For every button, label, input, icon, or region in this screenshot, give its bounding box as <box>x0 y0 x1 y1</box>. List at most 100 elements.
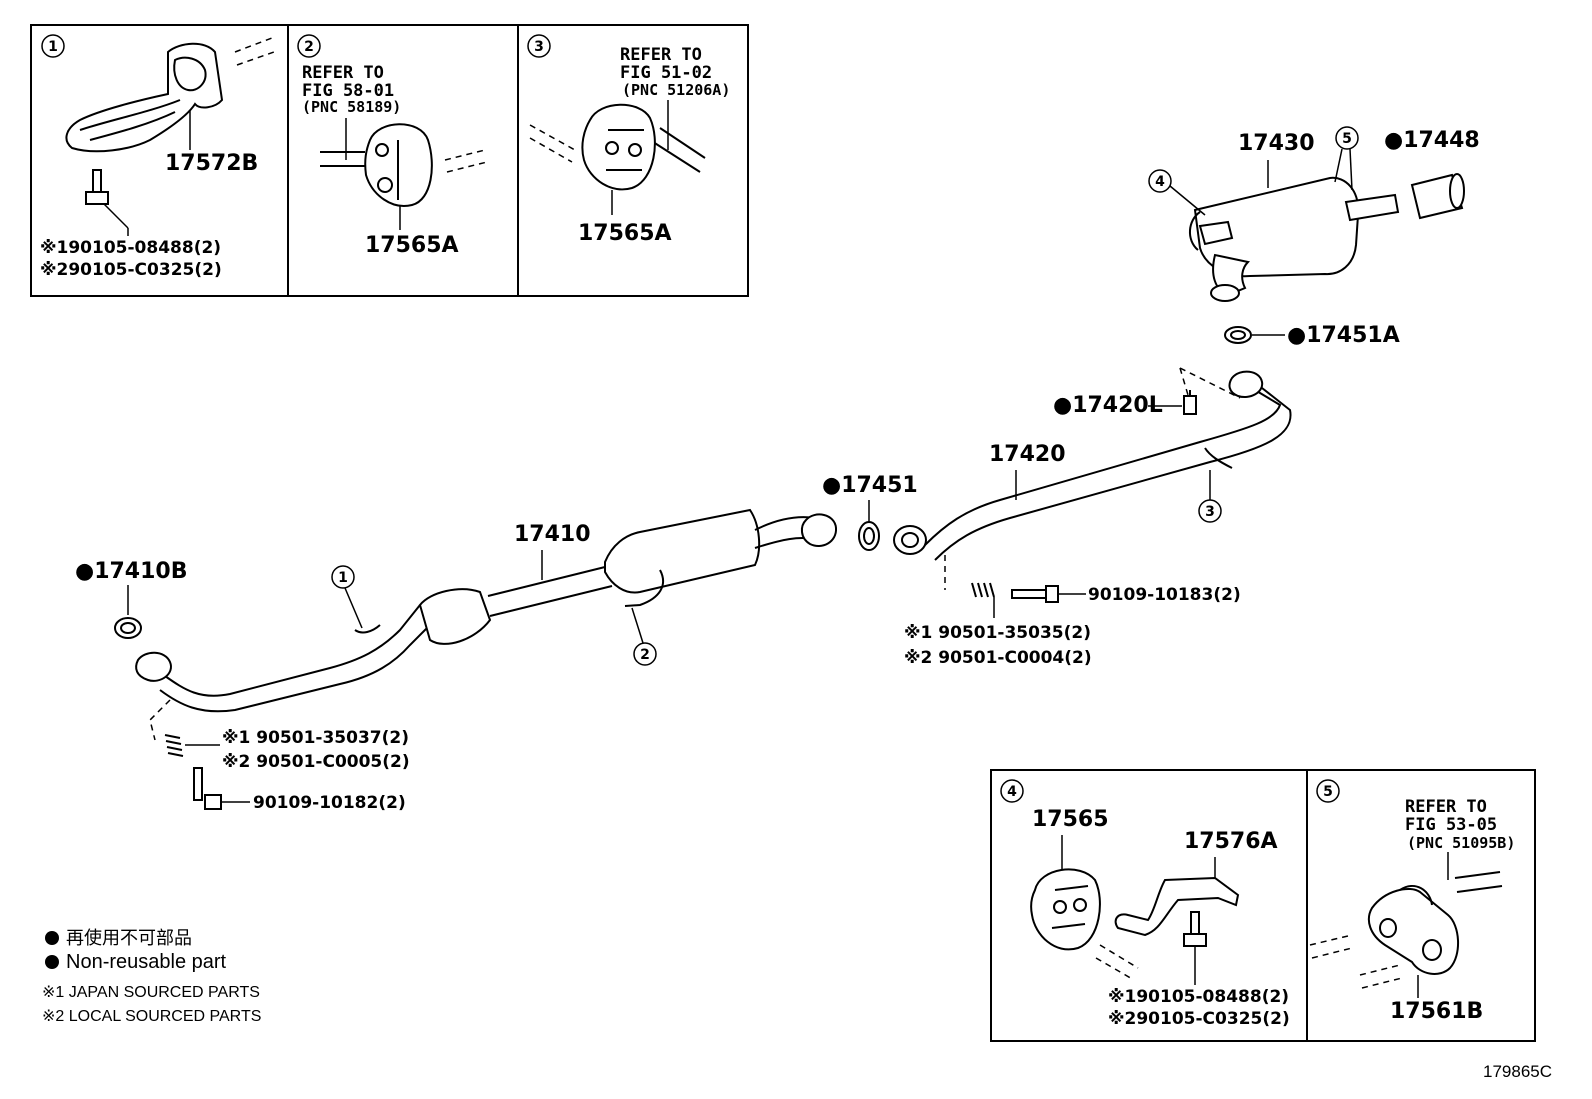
inset-bottom-frame <box>990 769 1536 1042</box>
inset-1: 1 17572B ※190105-08488(2) ※290105-C0325(… <box>40 34 275 280</box>
inset2-refer-1: REFER TO <box>302 63 384 83</box>
inset-4: 4 17565 17576A ※190105-08488(2) ※290105-… <box>1000 779 1290 1029</box>
inset4-part-b-label: 17576A <box>1184 829 1278 854</box>
inset2-refer-2: FIG 58-01 <box>302 81 394 101</box>
inset5-pipe-ghost-2 <box>1359 964 1403 989</box>
legend-non-reusable-text: Non-reusable part <box>66 951 227 973</box>
spring-rear-label-1: ※1 90501-35035(2) <box>904 623 1091 643</box>
callout-2-circle <box>633 642 657 666</box>
gasket-17451-inner <box>863 527 875 545</box>
legend-note-2: ※2 LOCAL SOURCED PARTS <box>42 1008 261 1025</box>
leader-callout-4 <box>1169 185 1206 216</box>
tail-pipe-17420: ●17420L 17420 3 90109-10183(2) ※1 90501-… <box>893 367 1292 668</box>
inset-5: 5 REFER TO FIG 53-05 (PNC 51095B) 17561B <box>1309 779 1515 1024</box>
bracket-17576a-icon <box>1114 876 1240 937</box>
inset-1-pipe-ghost <box>234 37 273 53</box>
inset-group-top <box>30 24 749 297</box>
pipe-17420-top <box>924 389 1282 546</box>
gasket-17410b-icon <box>114 617 142 639</box>
inset3-refer-2: FIG 51-02 <box>620 63 712 83</box>
inset-5-number-circle <box>1316 779 1340 803</box>
part-17451a-label: ●17451A <box>1287 323 1400 348</box>
inset3-refer-3: (PNC 51206A) <box>622 81 730 99</box>
rubber-hanger-17561b-icon <box>1367 885 1459 975</box>
gasket-17451-icon <box>858 521 880 551</box>
inset-1-number-circle <box>41 34 65 58</box>
part-17430-label: 17430 <box>1238 131 1315 156</box>
gasket-17451: ●17451 <box>822 473 918 551</box>
inset3-pipe-ghost <box>529 124 576 163</box>
part-17451-label: ●17451 <box>822 473 918 498</box>
flange-17420-front-hole <box>901 532 919 548</box>
inset5-refer-2: FIG 53-05 <box>1405 815 1497 835</box>
flange-17420-front <box>893 525 927 555</box>
inset4-part-a-label: 17565 <box>1032 807 1109 832</box>
inset1-bolt-label-1: ※190105-08488(2) <box>40 238 221 258</box>
part-17572b-label: 17572B <box>165 151 258 176</box>
inset5-part-label: 17561B <box>1390 999 1483 1024</box>
callout-4-circle <box>1148 169 1172 193</box>
inset-1-pipe-ghost-2 <box>236 51 275 66</box>
rubber-hanger-17565a-icon <box>364 123 433 207</box>
inset5-refer-1: REFER TO <box>1405 797 1487 817</box>
inset2-pipe-ghost <box>444 149 488 173</box>
spring-rear-label-2: ※2 90501-C0004(2) <box>904 648 1092 668</box>
callout-4-number: 4 <box>1155 174 1165 190</box>
inset3-pipe-right <box>649 127 706 173</box>
leader-callout-5b <box>1349 148 1353 191</box>
dash-17410-bolt <box>149 699 171 741</box>
legend-jp-text: 再使用不可部品 <box>66 928 192 948</box>
inset-1-number: 1 <box>48 39 58 55</box>
inset2-refer-3: (PNC 58189) <box>302 98 401 116</box>
tail-pipe-17448-icon <box>1410 173 1465 220</box>
inset4-pipe-ghost <box>1095 944 1139 981</box>
muffler-area: 17430 4 5 ●17448 ●17451A <box>1148 126 1480 348</box>
hanger-pipe-1 <box>354 624 381 634</box>
pipe-17410-middle <box>487 566 613 617</box>
gasket-17410b-inner <box>120 622 136 634</box>
inset3-refer-1: REFER TO <box>620 45 702 65</box>
rubber-hanger-17565a-icon-2 <box>581 103 656 191</box>
spring-front-icon <box>164 734 184 757</box>
inset-2-number: 2 <box>304 39 314 55</box>
inset1-bolt-label-2: ※290105-C0325(2) <box>40 260 222 280</box>
bolt-17420l-icon <box>1183 390 1197 415</box>
hanger-pipe-2 <box>624 569 665 607</box>
spring-rear-icon <box>971 582 995 598</box>
legend: 再使用不可部品 Non-reusable part ※1 JAPAN SOURC… <box>42 928 261 1025</box>
inset-top-frame <box>30 24 749 297</box>
pipe-17410-front-bottom <box>159 624 431 713</box>
gasket-17451a-icon <box>1224 326 1252 344</box>
inset4-bolt-label-1: ※190105-08488(2) <box>1108 987 1289 1007</box>
inset5-pipe-ghost-1 <box>1309 934 1353 959</box>
inset4-bolt-label-2: ※290105-C0325(2) <box>1108 1009 1290 1029</box>
inset5-refer-3: (PNC 51095B) <box>1407 834 1515 852</box>
inset-group-bottom <box>990 769 1536 1042</box>
dash-17420-bolt <box>1179 367 1189 396</box>
inset-3: 3 REFER TO FIG 51-02 (PNC 51206A) 17565A <box>527 34 730 246</box>
bolt-rear-icon <box>1011 585 1059 603</box>
rubber-hanger-17565-icon <box>1030 868 1101 951</box>
leader-callout-1 <box>344 587 363 629</box>
inset3-part-label: 17565A <box>578 221 672 246</box>
inset2-pipe-left <box>320 151 365 167</box>
part-17420-label: 17420 <box>989 442 1066 467</box>
inset-5-number: 5 <box>1323 784 1333 800</box>
legend-dot-2 <box>45 955 59 969</box>
leader-inset1-bolt <box>103 203 129 229</box>
dash-17420-flange <box>1179 367 1241 399</box>
leader-callout-5a <box>1334 148 1343 183</box>
bolt-icon <box>85 169 109 205</box>
hanger-bracket-3 <box>1204 447 1233 469</box>
bracket-17572b-drawing <box>65 42 224 153</box>
inset-2-number-circle <box>297 34 321 58</box>
inset-4-number: 4 <box>1007 784 1017 800</box>
inset-3-number-circle <box>527 34 551 58</box>
part-17410-label: 17410 <box>514 522 591 547</box>
flange-17420-rear <box>1228 370 1264 398</box>
inset-2: 2 REFER TO FIG 58-01 (PNC 58189) 17565A <box>297 34 488 258</box>
converter-front <box>418 588 492 645</box>
legend-dot-1 <box>45 931 59 945</box>
pipe-17410-front-top <box>164 604 421 697</box>
bolt-front-label: 90109-10182(2) <box>253 793 406 813</box>
